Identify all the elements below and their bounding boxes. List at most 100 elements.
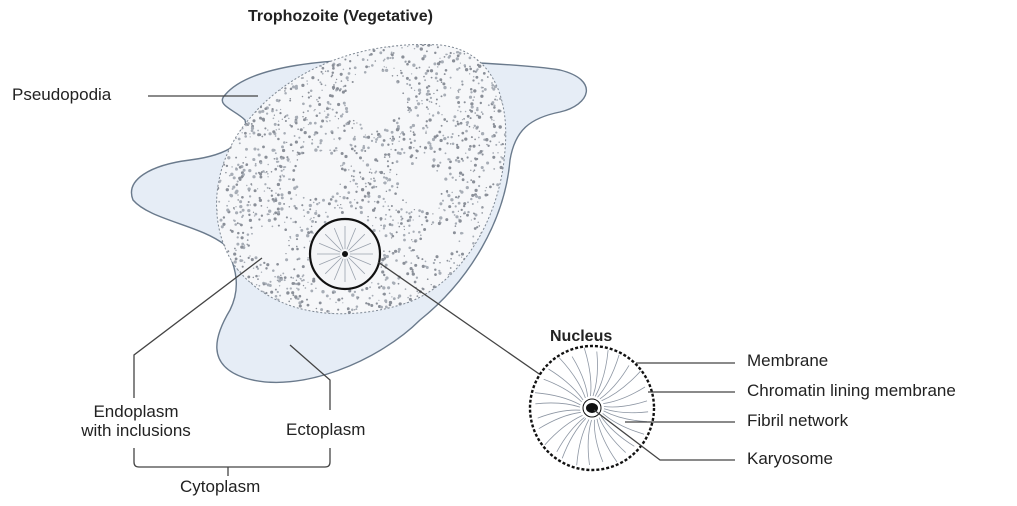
inclusion-granule — [310, 219, 311, 220]
inclusion-granule — [492, 152, 494, 154]
inclusion-granule — [309, 204, 312, 207]
inclusion-granule — [214, 144, 216, 146]
inclusion-granule — [474, 125, 476, 127]
inclusion-granule — [365, 287, 368, 290]
inclusion-granule — [343, 196, 346, 199]
inclusion-granule — [254, 39, 257, 42]
inclusion-granule — [299, 295, 302, 298]
inclusion-granule — [456, 146, 459, 149]
inclusion-granule — [473, 76, 474, 77]
inclusion-granule — [306, 234, 309, 237]
inclusion-granule — [282, 119, 283, 120]
inclusion-granule — [281, 196, 284, 199]
inclusion-granule — [425, 216, 428, 219]
inclusion-granule — [252, 119, 255, 122]
inclusion-granule — [458, 202, 461, 205]
inclusion-granule — [284, 87, 286, 89]
pseudopodia-label: Pseudopodia — [12, 86, 111, 105]
inclusion-granule — [470, 88, 473, 91]
inclusion-granule — [208, 47, 210, 49]
inclusion-granule — [269, 284, 272, 287]
inclusion-granule — [276, 298, 277, 299]
inclusion-granule — [467, 181, 469, 183]
inclusion-granule — [462, 119, 463, 120]
inclusion-granule — [470, 117, 472, 119]
inclusion-granule — [292, 178, 295, 181]
inclusion-granule — [238, 138, 241, 141]
inclusion-granule — [413, 219, 414, 220]
inclusion-granule — [329, 120, 331, 122]
inclusion-granule — [412, 124, 415, 127]
inclusion-granule — [273, 117, 275, 119]
inclusion-granule — [444, 56, 446, 58]
inclusion-granule — [444, 304, 447, 307]
inclusion-granule — [284, 279, 286, 281]
inclusion-granule — [286, 291, 289, 294]
inclusion-granule — [241, 243, 244, 246]
inclusion-granule — [223, 45, 225, 47]
inclusion-granule — [337, 298, 340, 301]
inclusion-granule — [406, 83, 408, 85]
inclusion-granule — [337, 205, 338, 206]
inclusion-granule — [257, 52, 260, 55]
inclusion-granule — [226, 188, 229, 191]
inclusion-granule — [432, 114, 434, 116]
inclusion-granule — [279, 285, 280, 286]
inclusion-granule — [496, 228, 498, 230]
inclusion-granule — [422, 265, 425, 268]
inclusion-granule — [291, 83, 293, 85]
inclusion-granule — [290, 218, 292, 220]
inclusion-granule — [301, 300, 304, 303]
inclusion-granule — [437, 164, 440, 167]
inclusion-granule — [219, 84, 222, 87]
inclusion-granule — [409, 146, 412, 149]
inclusion-granule — [333, 149, 335, 151]
inclusion-granule — [366, 163, 369, 166]
inclusion-granule — [406, 211, 408, 213]
inclusion-granule — [296, 288, 298, 290]
inclusion-granule — [271, 171, 273, 173]
inclusion-granule — [259, 176, 262, 179]
inclusion-granule — [376, 160, 378, 162]
inclusion-granule — [304, 247, 306, 249]
inclusion-granule — [389, 251, 391, 253]
inclusion-granule — [404, 229, 405, 230]
inclusion-granule — [384, 201, 386, 203]
inclusion-granule — [506, 194, 508, 196]
inclusion-granule — [407, 297, 409, 299]
inclusion-granule — [377, 46, 379, 48]
inclusion-granule — [222, 291, 225, 294]
inclusion-granule — [212, 100, 214, 102]
cytoplasm-brace — [134, 448, 330, 476]
inclusion-granule — [329, 57, 332, 60]
inclusion-granule — [239, 166, 242, 169]
inclusion-granule — [505, 304, 507, 306]
inclusion-granule — [257, 268, 259, 270]
inclusion-granule — [258, 153, 261, 156]
inclusion-granule — [507, 299, 509, 301]
inclusion-granule — [278, 161, 280, 163]
inclusion-granule — [383, 198, 385, 200]
inclusion-granule — [456, 68, 459, 71]
inclusion-granule — [508, 246, 510, 248]
inclusion-granule — [236, 44, 239, 47]
inclusion-granule — [373, 137, 374, 138]
inclusion-granule — [396, 174, 397, 175]
inclusion-granule — [425, 72, 428, 75]
nucleus-heading: Nucleus — [550, 328, 612, 346]
inclusion-granule — [257, 148, 259, 150]
inclusion-granule — [480, 319, 482, 321]
inclusion-granule — [321, 290, 324, 293]
membrane-label: Membrane — [747, 352, 828, 371]
inclusion-granule — [233, 74, 235, 76]
inclusion-granule — [424, 152, 426, 154]
inclusion-granule — [398, 141, 399, 142]
inclusion-granule — [337, 64, 340, 67]
inclusion-granule — [208, 123, 210, 125]
inclusion-granule — [238, 125, 239, 126]
inclusion-granule — [299, 304, 302, 307]
inclusion-granule — [375, 217, 377, 219]
inclusion-granule — [274, 211, 277, 214]
inclusion-granule — [290, 276, 292, 278]
inclusion-granule — [481, 274, 483, 276]
